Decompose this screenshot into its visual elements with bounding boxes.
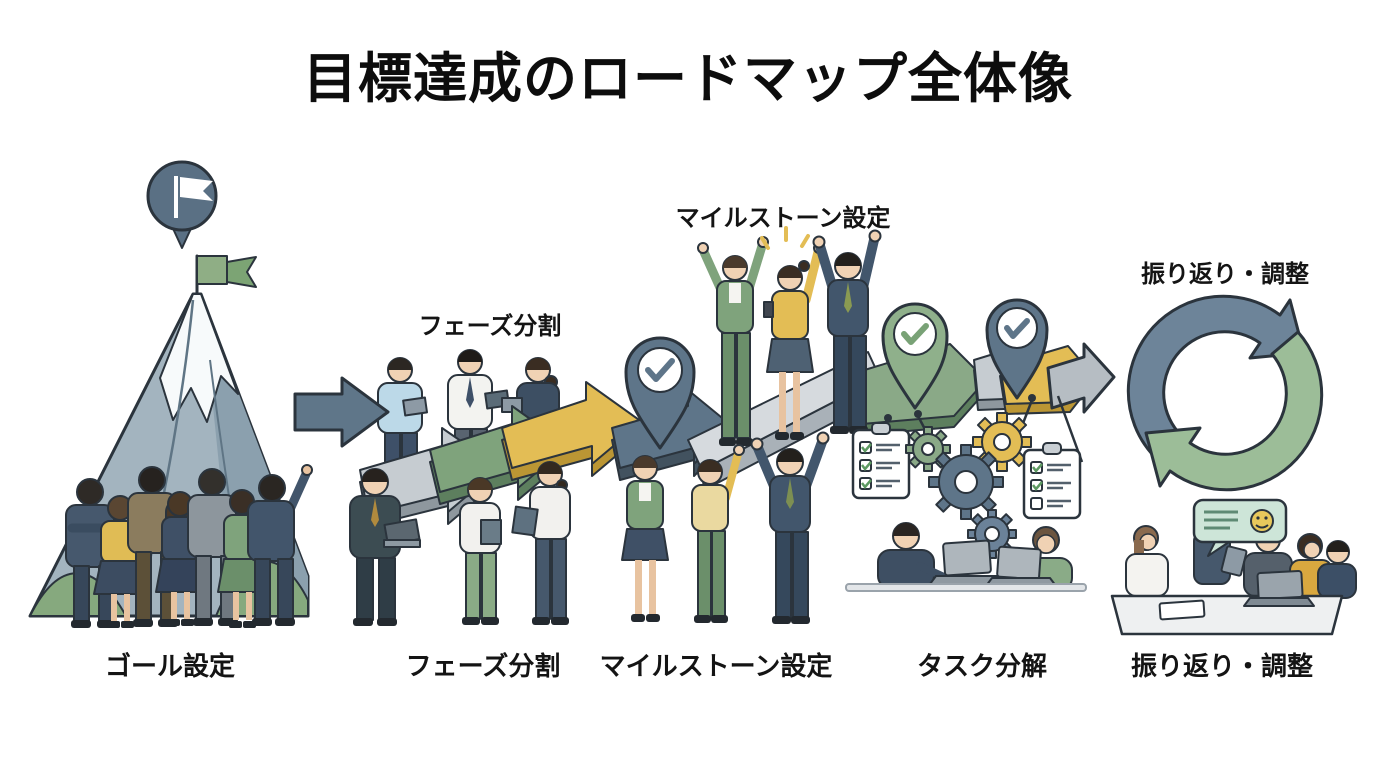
stage-label-phase: フェーズ分割 bbox=[405, 651, 561, 681]
person bbox=[349, 468, 421, 626]
checklist-icon bbox=[851, 422, 911, 500]
check-icon bbox=[645, 358, 675, 382]
person-cheering bbox=[621, 455, 669, 622]
review-cycle-icon bbox=[1126, 294, 1324, 492]
person-cheering bbox=[760, 226, 825, 440]
milestone-pin-blue bbox=[624, 336, 696, 450]
stage-label-goal: ゴール設定 bbox=[104, 651, 236, 681]
person bbox=[1317, 540, 1357, 599]
milestone-team-ground bbox=[621, 431, 830, 624]
check-icon bbox=[901, 323, 929, 345]
person-cheering bbox=[750, 431, 830, 624]
gear-icon bbox=[972, 412, 1032, 472]
review-meeting bbox=[1110, 498, 1357, 636]
sparkle-icon bbox=[760, 226, 810, 250]
stage-label-review: 振り返り・調整 bbox=[1130, 651, 1314, 681]
checklist-icon bbox=[1022, 442, 1082, 520]
goal-illustration bbox=[28, 160, 313, 628]
desk bbox=[845, 583, 1087, 592]
task-workers bbox=[845, 522, 1087, 592]
laptop-icon bbox=[1243, 570, 1315, 607]
stage-label-milestone: マイルストーン設定 bbox=[599, 651, 833, 681]
person bbox=[1125, 525, 1169, 597]
phase-team-lower bbox=[349, 461, 571, 626]
task-illustration bbox=[845, 412, 1087, 592]
document-icon bbox=[1158, 599, 1206, 621]
person-cheering bbox=[812, 229, 882, 434]
gear-icon bbox=[928, 444, 1004, 520]
cycle-arrow-blue bbox=[1126, 294, 1306, 456]
person-pointing bbox=[247, 464, 313, 626]
person-cheering bbox=[691, 444, 745, 623]
milestone-pin-slate bbox=[985, 298, 1049, 400]
milestone-pin-green bbox=[881, 302, 949, 410]
transition-arrow-icon bbox=[293, 376, 390, 448]
review-top-label: 振り返り・調整 bbox=[1141, 261, 1309, 288]
person-cheering bbox=[697, 236, 769, 446]
gear-icon bbox=[905, 426, 951, 472]
person-at-laptop bbox=[985, 526, 1073, 591]
smiley-icon bbox=[1250, 509, 1274, 533]
page-title: 目標達成のロードマップ全体像 bbox=[303, 49, 1073, 109]
speech-bubble-icon bbox=[1192, 498, 1288, 557]
road-end-arrow-icon bbox=[1046, 342, 1116, 414]
milestone-top-label: マイルストーン設定 bbox=[675, 205, 891, 232]
stage-label-task: タスク分解 bbox=[916, 651, 1048, 681]
person bbox=[511, 461, 571, 625]
cycle-arrow-green bbox=[1144, 330, 1324, 492]
milestone-team-on-road bbox=[697, 226, 882, 446]
phase-top-label: フェーズ分割 bbox=[418, 313, 562, 340]
person-at-laptop bbox=[877, 522, 1005, 589]
check-icon bbox=[1004, 318, 1030, 339]
goal-team bbox=[65, 464, 313, 628]
summit-flag-icon bbox=[195, 254, 257, 312]
goal-flag-pin-icon bbox=[146, 160, 218, 249]
laptop-icon bbox=[942, 539, 992, 577]
person bbox=[459, 477, 502, 625]
laptop-icon bbox=[996, 545, 1042, 581]
